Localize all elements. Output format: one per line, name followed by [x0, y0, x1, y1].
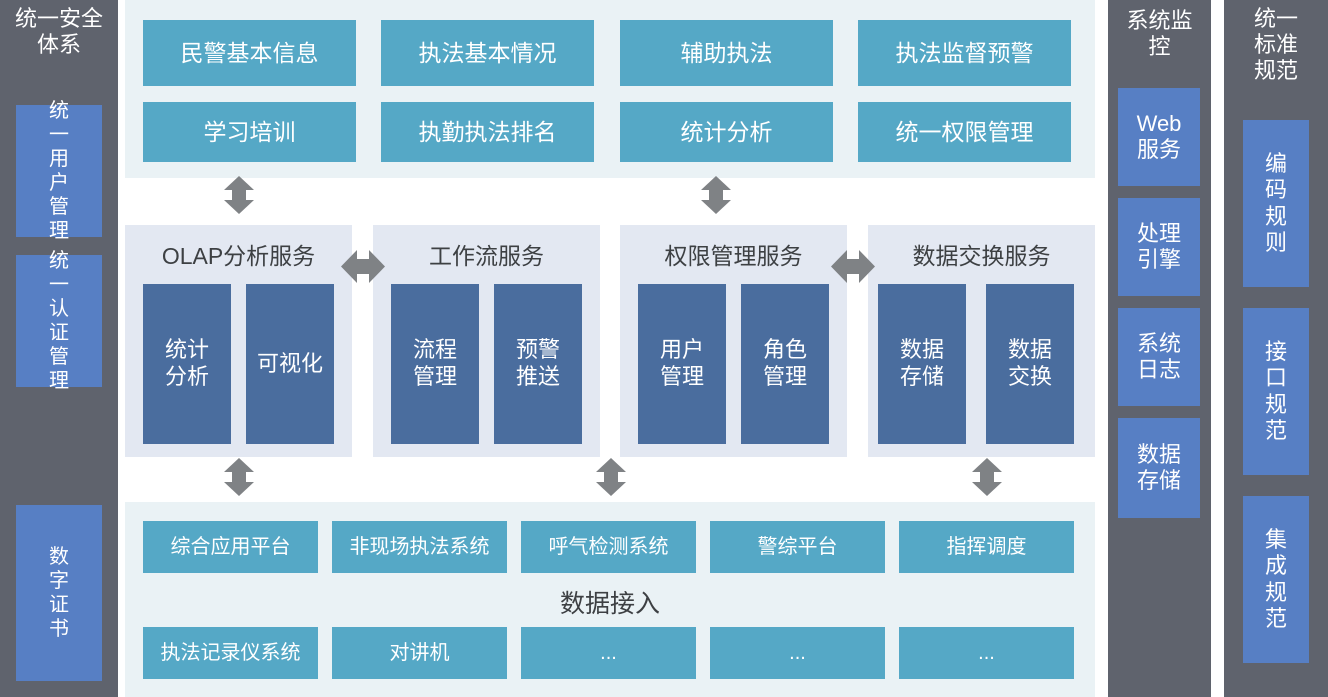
sidebar-item-processing-engine[interactable]: 处理引擎: [1118, 198, 1200, 296]
left-sidebar-title: 统一安全体系: [14, 6, 103, 57]
data-box-law-enforcement-recorder-system[interactable]: 执法记录仪系统: [143, 627, 318, 679]
sidebar-item-label: 统一用户管理: [49, 100, 69, 242]
app-box-enforcement-basics[interactable]: 执法基本情况: [381, 20, 594, 86]
service-item-process-management[interactable]: 流程管理: [391, 284, 479, 444]
app-box-label: 执法基本情况: [418, 39, 557, 66]
right-sidebar-monitor-title: 系统监控: [1126, 8, 1193, 59]
sidebar-item-label: 数字证书: [49, 546, 69, 640]
sidebar-item-label: 系统日志: [1136, 330, 1181, 382]
sidebar-item-web-service[interactable]: Web服务: [1118, 88, 1200, 186]
service-item-label: 可视化: [256, 350, 323, 376]
app-box-label: 执勤执法排名: [418, 118, 557, 145]
left-right-arrow-icon: [341, 250, 385, 283]
service-item-alert-push[interactable]: 预警推送: [494, 284, 582, 444]
service-item-label: 数据存储: [899, 337, 944, 389]
data-box-police-integrated-platform[interactable]: 警综平台: [710, 521, 885, 573]
data-box-offsite-enforcement-system[interactable]: 非现场执法系统: [332, 521, 507, 573]
service-item-label: 流程管理: [412, 337, 457, 389]
sidebar-item-digital-certificate[interactable]: 数字证书: [16, 505, 102, 681]
left-sidebar-unified-security: 统一安全体系 统一用户管理 统一认证管理 数字证书: [0, 0, 118, 697]
service-item-label: 统计分析: [164, 337, 209, 389]
sidebar-item-unified-auth-management[interactable]: 统一认证管理: [16, 250, 102, 392]
service-item-label: 数据交换: [1007, 337, 1052, 389]
service-item-data-exchange[interactable]: 数据交换: [986, 284, 1074, 444]
service-group-title: 数据交换服务: [912, 243, 1051, 269]
app-box-label: 民警基本信息: [180, 39, 319, 66]
app-box-label: 辅助执法: [680, 39, 773, 66]
up-down-arrow-icon: [224, 458, 254, 496]
sidebar-item-interface-spec[interactable]: 接口规范: [1243, 308, 1309, 475]
up-down-arrow-icon: [224, 176, 254, 214]
data-box-breath-test-system[interactable]: 呼气检测系统: [521, 521, 696, 573]
right-sidebar-unified-standards: 统一标准规范 编码规则 接口规范 集成规范: [1224, 0, 1328, 697]
sidebar-item-integration-spec[interactable]: 集成规范: [1243, 496, 1309, 663]
sidebar-item-data-storage[interactable]: 数据存储: [1118, 418, 1200, 518]
service-item-role-management[interactable]: 角色管理: [741, 284, 829, 444]
up-down-arrow-icon: [701, 176, 731, 214]
app-box-label: 执法监督预警: [895, 39, 1034, 66]
data-box-placeholder-2[interactable]: ...: [710, 627, 885, 679]
data-box-label: ...: [600, 641, 617, 664]
data-box-label: 执法记录仪系统: [160, 641, 301, 664]
sidebar-item-system-log[interactable]: 系统日志: [1118, 308, 1200, 406]
service-item-user-management[interactable]: 用户管理: [638, 284, 726, 444]
app-box-label: 学习培训: [203, 118, 296, 145]
service-item-data-storage[interactable]: 数据存储: [878, 284, 966, 444]
data-box-integrated-app-platform[interactable]: 综合应用平台: [143, 521, 318, 573]
app-box-enforcement-supervision-alert[interactable]: 执法监督预警: [858, 20, 1071, 86]
sidebar-item-label: 数据存储: [1136, 441, 1181, 493]
left-right-arrow-icon: [831, 250, 875, 283]
right-sidebar-standard-title: 统一标准规范: [1253, 6, 1298, 83]
app-box-assisted-enforcement[interactable]: 辅助执法: [620, 20, 833, 86]
app-box-statistical-analysis[interactable]: 统计分析: [620, 102, 833, 162]
service-item-visualization[interactable]: 可视化: [246, 284, 334, 444]
data-box-label: 非现场执法系统: [349, 535, 490, 558]
sidebar-item-label: Web服务: [1136, 110, 1182, 162]
gap-app-service: [125, 178, 1095, 225]
app-box-police-basic-info[interactable]: 民警基本信息: [143, 20, 356, 86]
app-box-duty-enforcement-ranking[interactable]: 执勤执法排名: [381, 102, 594, 162]
service-group-title: OLAP分析服务: [161, 243, 316, 269]
data-box-placeholder-1[interactable]: ...: [521, 627, 696, 679]
sidebar-item-label: 统一认证管理: [49, 250, 69, 392]
app-box-learning-training[interactable]: 学习培训: [143, 102, 356, 162]
data-box-command-dispatch[interactable]: 指挥调度: [899, 521, 1074, 573]
right-sidebar-system-monitoring: 系统监控 Web服务 处理引擎 系统日志 数据存储: [1108, 0, 1211, 697]
service-item-label: 角色管理: [762, 337, 807, 389]
sidebar-item-label: 编码规则: [1264, 150, 1287, 255]
service-item-label: 预警推送: [515, 337, 560, 389]
sidebar-item-unified-user-management[interactable]: 统一用户管理: [16, 100, 102, 242]
data-box-label: 警综平台: [757, 535, 838, 558]
data-box-label: ...: [789, 641, 806, 664]
data-box-label: 综合应用平台: [170, 535, 291, 558]
data-box-walkie-talkie[interactable]: 对讲机: [332, 627, 507, 679]
sidebar-item-label: 集成规范: [1264, 526, 1287, 631]
sidebar-item-label: 处理引擎: [1136, 220, 1181, 272]
service-item-label: 用户管理: [659, 337, 704, 389]
up-down-arrow-icon: [972, 458, 1002, 496]
data-access-label: 数据接入: [559, 590, 660, 618]
service-group-title: 权限管理服务: [664, 243, 803, 269]
sidebar-item-label: 接口规范: [1264, 338, 1287, 443]
data-box-placeholder-3[interactable]: ...: [899, 627, 1074, 679]
up-down-arrow-icon: [596, 458, 626, 496]
app-box-unified-permission-management[interactable]: 统一权限管理: [858, 102, 1071, 162]
data-box-label: 呼气检测系统: [548, 535, 669, 558]
sidebar-item-coding-rules[interactable]: 编码规则: [1243, 120, 1309, 287]
service-group-title: 工作流服务: [429, 243, 544, 269]
app-box-label: 统一权限管理: [895, 118, 1034, 145]
data-box-label: 对讲机: [389, 641, 450, 664]
data-box-label: 指挥调度: [946, 535, 1027, 558]
service-item-statistical-analysis[interactable]: 统计分析: [143, 284, 231, 444]
data-box-label: ...: [978, 641, 995, 664]
app-box-label: 统计分析: [680, 118, 773, 145]
